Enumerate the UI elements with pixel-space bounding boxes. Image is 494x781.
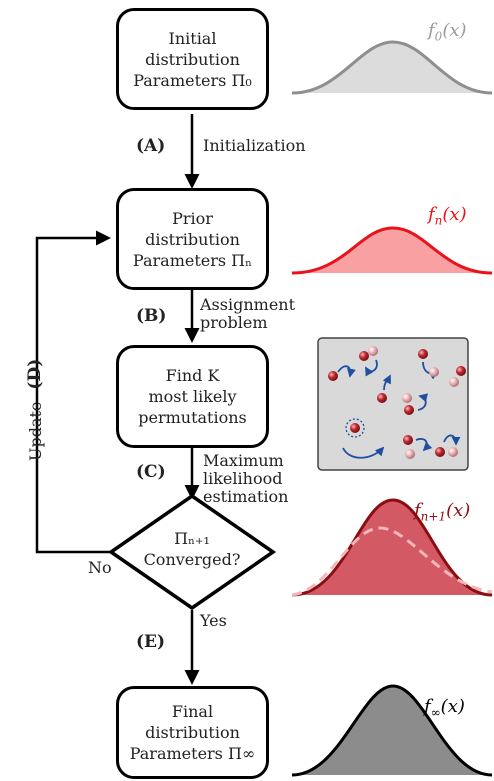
decision-label: Πₙ₊₁ Converged? [132, 528, 252, 570]
box-line: Initial [168, 28, 217, 48]
decision-diamond [107, 493, 277, 611]
box-line: Parameters Π₀ [133, 70, 252, 90]
permutation-panel [317, 337, 469, 471]
box-line: most likely [148, 387, 237, 406]
particle [403, 435, 413, 445]
step-b-text: Assignment problem [200, 296, 295, 332]
decision-line: Converged? [143, 550, 241, 569]
step-d-tag: (D) [25, 358, 45, 390]
particle [429, 367, 439, 377]
particle [328, 371, 338, 381]
step-b-line: problem [200, 313, 268, 332]
particle [404, 405, 414, 415]
step-c-line: estimation [203, 487, 289, 506]
curve-finf [291, 684, 493, 777]
step-d-text: Update [25, 401, 45, 461]
step-c-line: likelihood [203, 469, 283, 488]
particle [435, 447, 445, 457]
box-line: Parameters Πₙ [132, 250, 253, 270]
final-distribution-box: Final distribution Parameters Π∞ [116, 686, 269, 779]
particle [456, 366, 466, 376]
step-e-text: Yes [200, 611, 227, 630]
curve-fn1 [291, 498, 493, 597]
box-line: permutations [138, 408, 247, 427]
box-line: distribution [145, 229, 240, 249]
step-c-tag: (C) [136, 462, 166, 482]
particle [350, 423, 360, 433]
label-fn: fn(x) [428, 204, 467, 228]
step-b-tag: (B) [136, 306, 167, 326]
prior-distribution-box: Prior distribution Parameters Πₙ [116, 188, 269, 290]
initial-distribution-box: Initial distribution Parameters Π₀ [116, 8, 269, 110]
particle [448, 447, 458, 457]
particle [402, 393, 412, 403]
box-line: distribution [145, 49, 240, 69]
box-line: Parameters Π∞ [129, 744, 256, 763]
label-f0: f0(x) [428, 20, 467, 44]
curve-fn [291, 226, 493, 275]
particle [449, 377, 459, 387]
step-c-line: Maximum [203, 451, 284, 470]
box-line: Find K [165, 366, 220, 385]
box-line: Prior [172, 208, 213, 228]
step-e-tag: (E) [136, 632, 166, 652]
particle [405, 449, 415, 459]
decision-line: Πₙ₊₁ [174, 529, 210, 548]
step-c-text: Maximum likelihood estimation [203, 452, 288, 506]
label-fn1: fn+1(x) [414, 500, 471, 524]
box-line: distribution [145, 723, 240, 742]
particle [359, 351, 369, 361]
curve-f0 [291, 40, 493, 95]
arrow-update-loop [35, 230, 117, 554]
step-d-label: Update (D) [15, 351, 55, 461]
step-a-tag: (A) [136, 136, 166, 156]
label-finf: f∞(x) [424, 696, 465, 720]
particle [377, 393, 387, 403]
find-k-permutations-box: Find K most likely permutations [116, 345, 269, 448]
no-label: No [88, 558, 112, 577]
step-b-line: Assignment [200, 295, 296, 314]
particle-highlighted [345, 418, 365, 438]
particle [368, 346, 378, 356]
box-line: Final [171, 702, 214, 721]
particle [418, 349, 428, 359]
step-a-text: Initialization [203, 136, 306, 155]
